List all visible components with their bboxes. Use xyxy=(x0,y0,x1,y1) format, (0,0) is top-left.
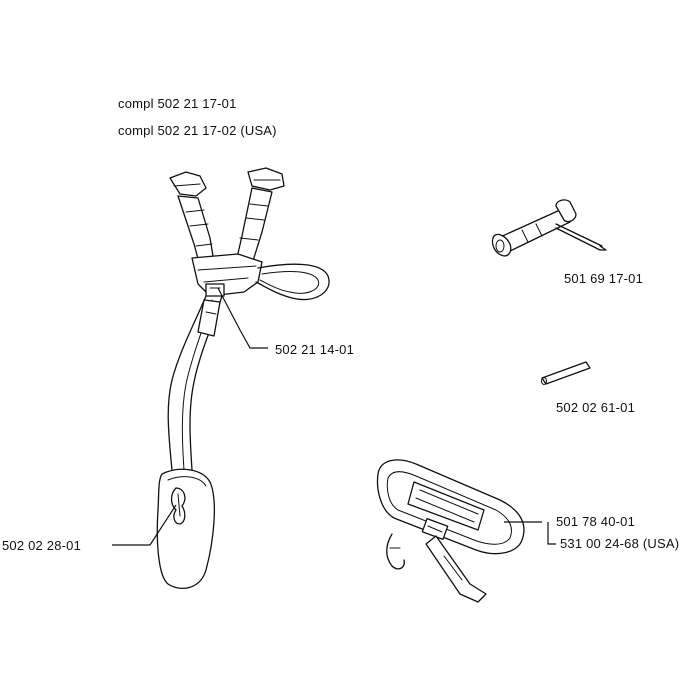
hip-pad-leader-line xyxy=(112,504,177,546)
buckle-part-label: 502 21 14-01 xyxy=(275,342,355,357)
pin-part-label: 502 02 61-01 xyxy=(556,400,636,415)
belt-part-label: 501 78 40-01 xyxy=(556,514,636,529)
hip-pad-part-label: 502 02 28-01 xyxy=(2,538,82,553)
belt-usa-bracket xyxy=(547,522,556,545)
pin-icon xyxy=(541,361,591,385)
belt-usa-part-label: 531 00 24-68 (USA) xyxy=(560,536,680,551)
harness-compl-usa-label: compl 502 21 17-02 (USA) xyxy=(118,123,277,138)
harness-icon xyxy=(156,167,330,590)
harness-compl-label: compl 502 21 17-01 xyxy=(118,96,237,111)
combination-wrench-icon xyxy=(491,199,607,257)
belt-icon xyxy=(376,459,525,603)
wrench-part-label: 501 69 17-01 xyxy=(564,271,644,286)
buckle-leader-line xyxy=(217,287,268,349)
